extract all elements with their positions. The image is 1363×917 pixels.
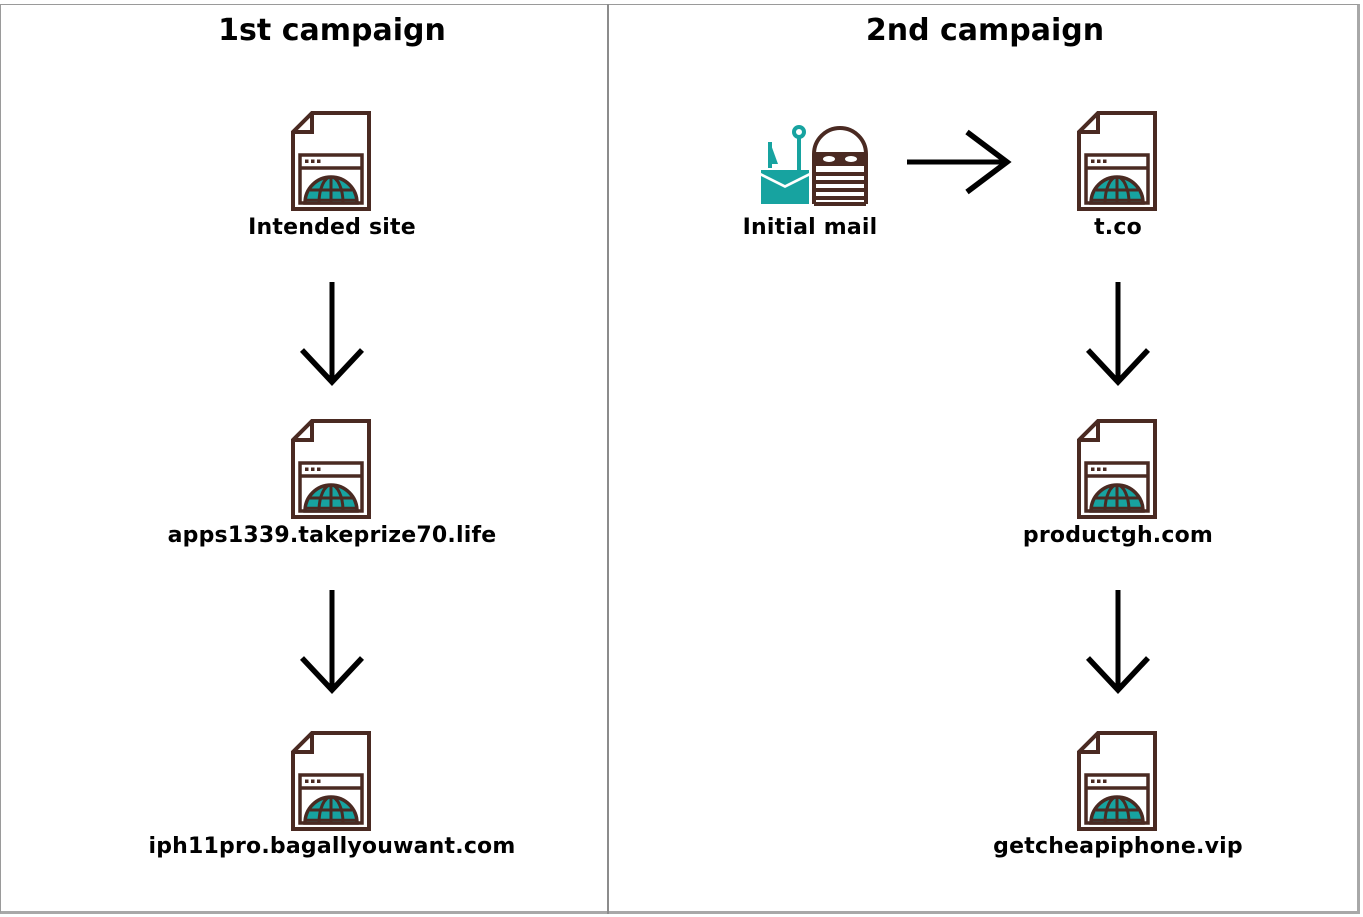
webpage-icon — [291, 419, 371, 519]
arrow-down-icon — [297, 588, 367, 698]
webpage-icon — [291, 111, 371, 211]
node-takeprize-label: apps1339.takeprize70.life — [167, 523, 497, 548]
arrow-down-icon — [297, 280, 367, 390]
node-getcheapiphone-label: getcheapiphone.vip — [993, 834, 1243, 859]
node-productgh-label: productgh.com — [1022, 523, 1214, 548]
campaign-1-title: 1st campaign — [218, 13, 446, 48]
node-bagallyouwant-label: iph11pro.bagallyouwant.com — [148, 834, 516, 859]
campaign-2-title: 2nd campaign — [865, 13, 1105, 48]
webpage-icon — [1077, 731, 1157, 831]
node-tco-label: t.co — [1094, 215, 1142, 240]
campaign-divider — [607, 4, 609, 914]
arrow-down-icon — [1083, 280, 1153, 390]
webpage-icon — [1077, 111, 1157, 211]
arrow-down-icon — [1083, 588, 1153, 698]
diagram-frame — [0, 4, 1360, 914]
node-initial-mail-label: Initial mail — [742, 215, 878, 240]
webpage-icon — [1077, 419, 1157, 519]
webpage-icon — [291, 731, 371, 831]
phishing-mail-icon — [761, 125, 868, 206]
node-intended-site-label: Intended site — [248, 215, 416, 240]
arrow-right-icon — [907, 129, 1012, 195]
